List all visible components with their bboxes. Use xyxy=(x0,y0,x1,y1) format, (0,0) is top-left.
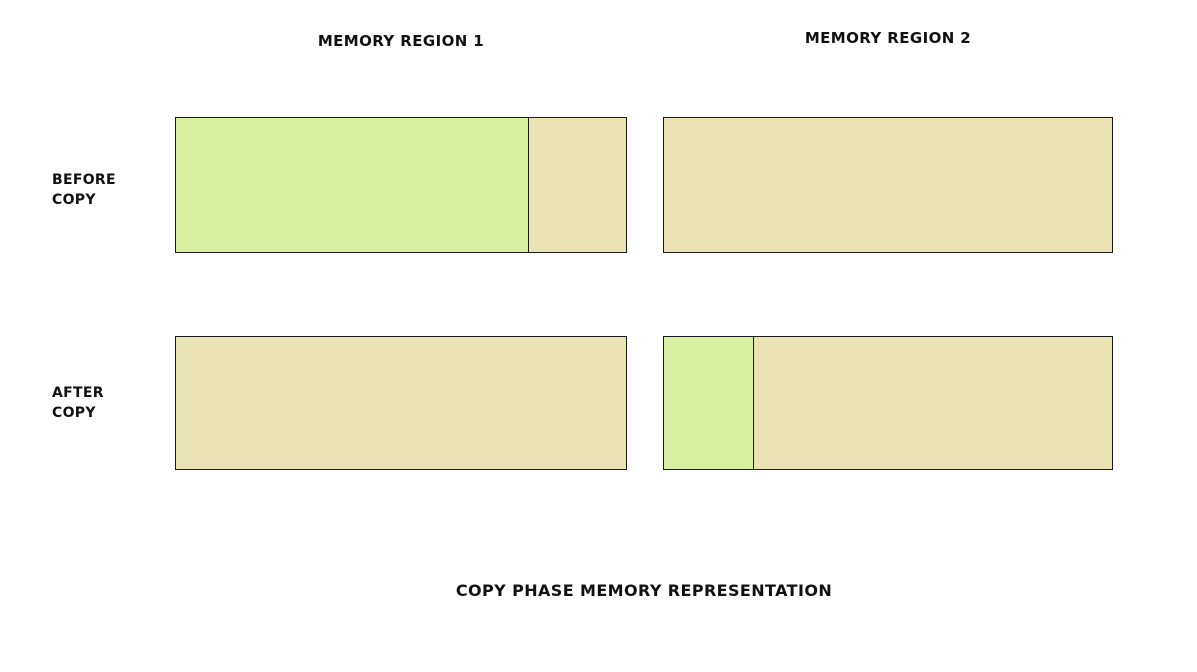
bar-after-copy-region-1 xyxy=(175,336,627,470)
used-memory-segment xyxy=(664,337,754,469)
bar-after-copy-region-2 xyxy=(663,336,1113,470)
row-label-line-1: BEFORE xyxy=(52,172,116,188)
column-title-memory-region-2: MEMORY REGION 2 xyxy=(804,29,972,47)
row-label-after-copy: AFTER COPY xyxy=(52,383,104,424)
diagram-caption: COPY PHASE MEMORY REPRESENTATION xyxy=(455,581,833,600)
row-label-line-1: AFTER xyxy=(52,385,104,401)
bar-before-copy-region-2 xyxy=(663,117,1113,253)
row-label-before-copy: BEFORE COPY xyxy=(52,170,116,211)
row-label-line-2: COPY xyxy=(52,192,96,209)
bar-before-copy-region-1 xyxy=(175,117,627,253)
used-memory-segment xyxy=(176,118,530,252)
row-label-line-2: COPY xyxy=(52,405,96,422)
column-title-memory-region-1: MEMORY REGION 1 xyxy=(317,32,485,50)
